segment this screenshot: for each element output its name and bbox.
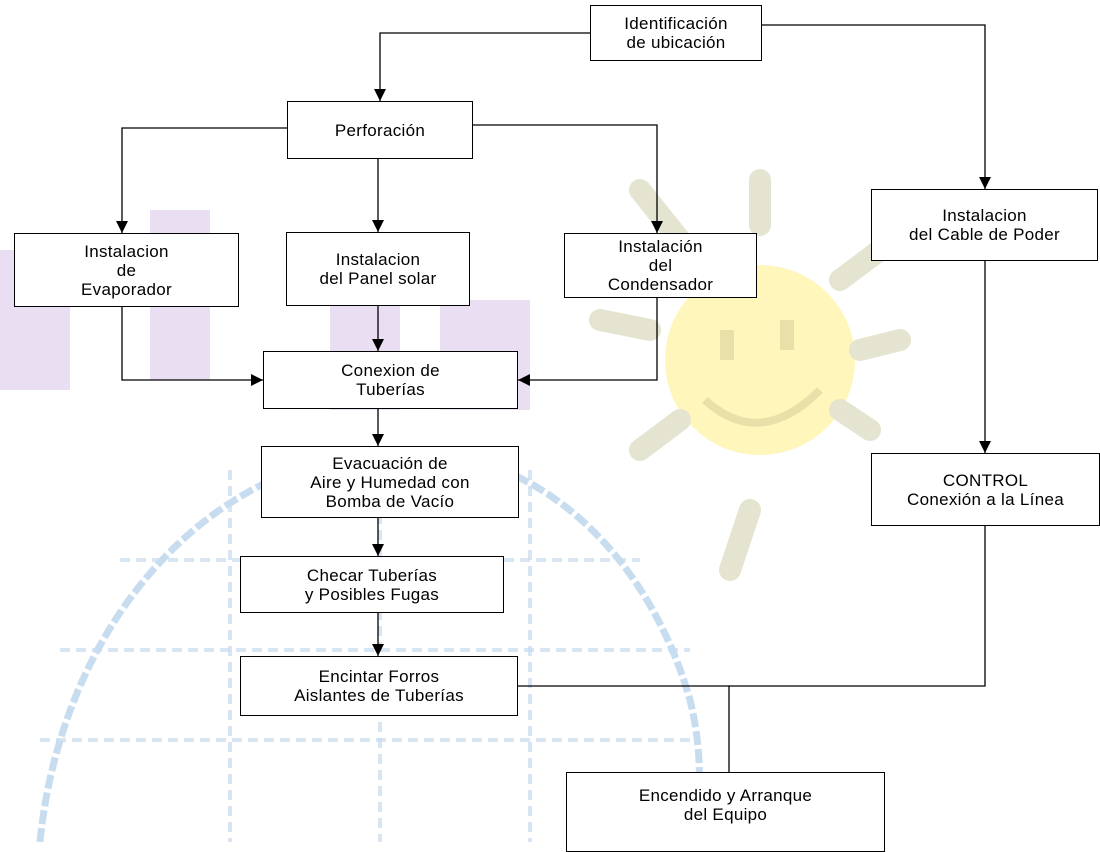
connector-ubicacion-to-cable	[762, 24, 991, 189]
node-line: Perforación	[334, 120, 426, 140]
watermark-sun-eye	[780, 320, 794, 350]
node-line: Conexión a la Línea	[907, 489, 1064, 509]
node-line: Evaporador	[81, 279, 172, 299]
node-line: de ubicación	[626, 33, 726, 52]
node-conexion-tuberias: Conexion de Tuberías	[263, 351, 518, 409]
connector-perforacion-to-condensador	[473, 124, 663, 233]
node-line: Aislantes de Tuberías	[294, 686, 464, 705]
node-encintar-forros: Encintar Forros Aislantes de Tuberías	[240, 656, 518, 716]
connector-perforacion-to-evaporador	[116, 127, 287, 233]
node-instalacion-evaporador: Instalacion de Evaporador	[14, 233, 239, 307]
node-encendido-arranque: Encendido y Arranque del Equipo	[566, 772, 885, 852]
connector-condensador-to-conexion	[518, 298, 658, 386]
watermark-sun-ray	[629, 409, 691, 461]
watermark-sun-smile	[702, 387, 823, 427]
watermark-sun-ray	[829, 399, 881, 441]
watermark-sun-ray	[589, 309, 661, 341]
node-line: Aire y Humedad con	[310, 472, 470, 492]
node-identificacion-ubicacion: Identificación de ubicación	[590, 5, 762, 61]
node-line: Instalación	[618, 237, 703, 256]
node-line: Identificación	[624, 14, 728, 33]
node-control-conexion-linea: CONTROL Conexión a la Línea	[871, 453, 1100, 526]
watermark-sun-ray	[719, 499, 761, 581]
node-line: Instalacion	[942, 206, 1027, 225]
node-perforacion: Perforación	[287, 101, 473, 159]
watermark-sun-ray	[629, 179, 691, 251]
node-instalacion-cable-poder: Instalacion del Cable de Poder	[871, 189, 1098, 261]
watermark-sun-ray	[849, 329, 911, 361]
node-checar-tuberias: Checar Tuberías y Posibles Fugas	[240, 556, 504, 613]
node-line: Tuberías	[356, 380, 425, 399]
connector-evaporador-to-conexion	[121, 307, 263, 386]
connector-control-to-encendido	[729, 526, 986, 687]
node-line: CONTROL	[942, 470, 1029, 490]
node-evacuacion-aire: Evacuación de Aire y Humedad con Bomba d…	[261, 446, 519, 518]
connector-ubicacion-to-perforacion	[374, 32, 590, 101]
node-line: del	[648, 256, 673, 275]
connector-encintar-to-encendido	[518, 685, 730, 772]
node-line: del Panel solar	[319, 269, 437, 288]
node-line: Instalacion	[335, 250, 421, 269]
node-line: del Cable de Poder	[909, 225, 1060, 244]
node-line: Condensador	[607, 275, 714, 294]
node-line: Conexion de	[341, 361, 440, 380]
node-line: Bomba de Vacío	[325, 491, 455, 511]
node-instalacion-condensador: Instalación del Condensador	[564, 233, 757, 298]
node-line: Checar Tuberías	[306, 565, 438, 585]
watermark-sun-eye	[720, 330, 734, 360]
node-line: Encendido y Arranque	[638, 786, 813, 805]
node-line: de	[116, 260, 137, 280]
node-instalacion-panel-solar: Instalacion del Panel solar	[286, 232, 470, 306]
node-line: Evacuación de	[332, 453, 448, 473]
node-line: Instalacion	[84, 241, 169, 261]
node-line: Encintar Forros	[318, 667, 440, 686]
node-line: y Posibles Fugas	[304, 584, 440, 604]
node-line: del Equipo	[683, 805, 768, 824]
